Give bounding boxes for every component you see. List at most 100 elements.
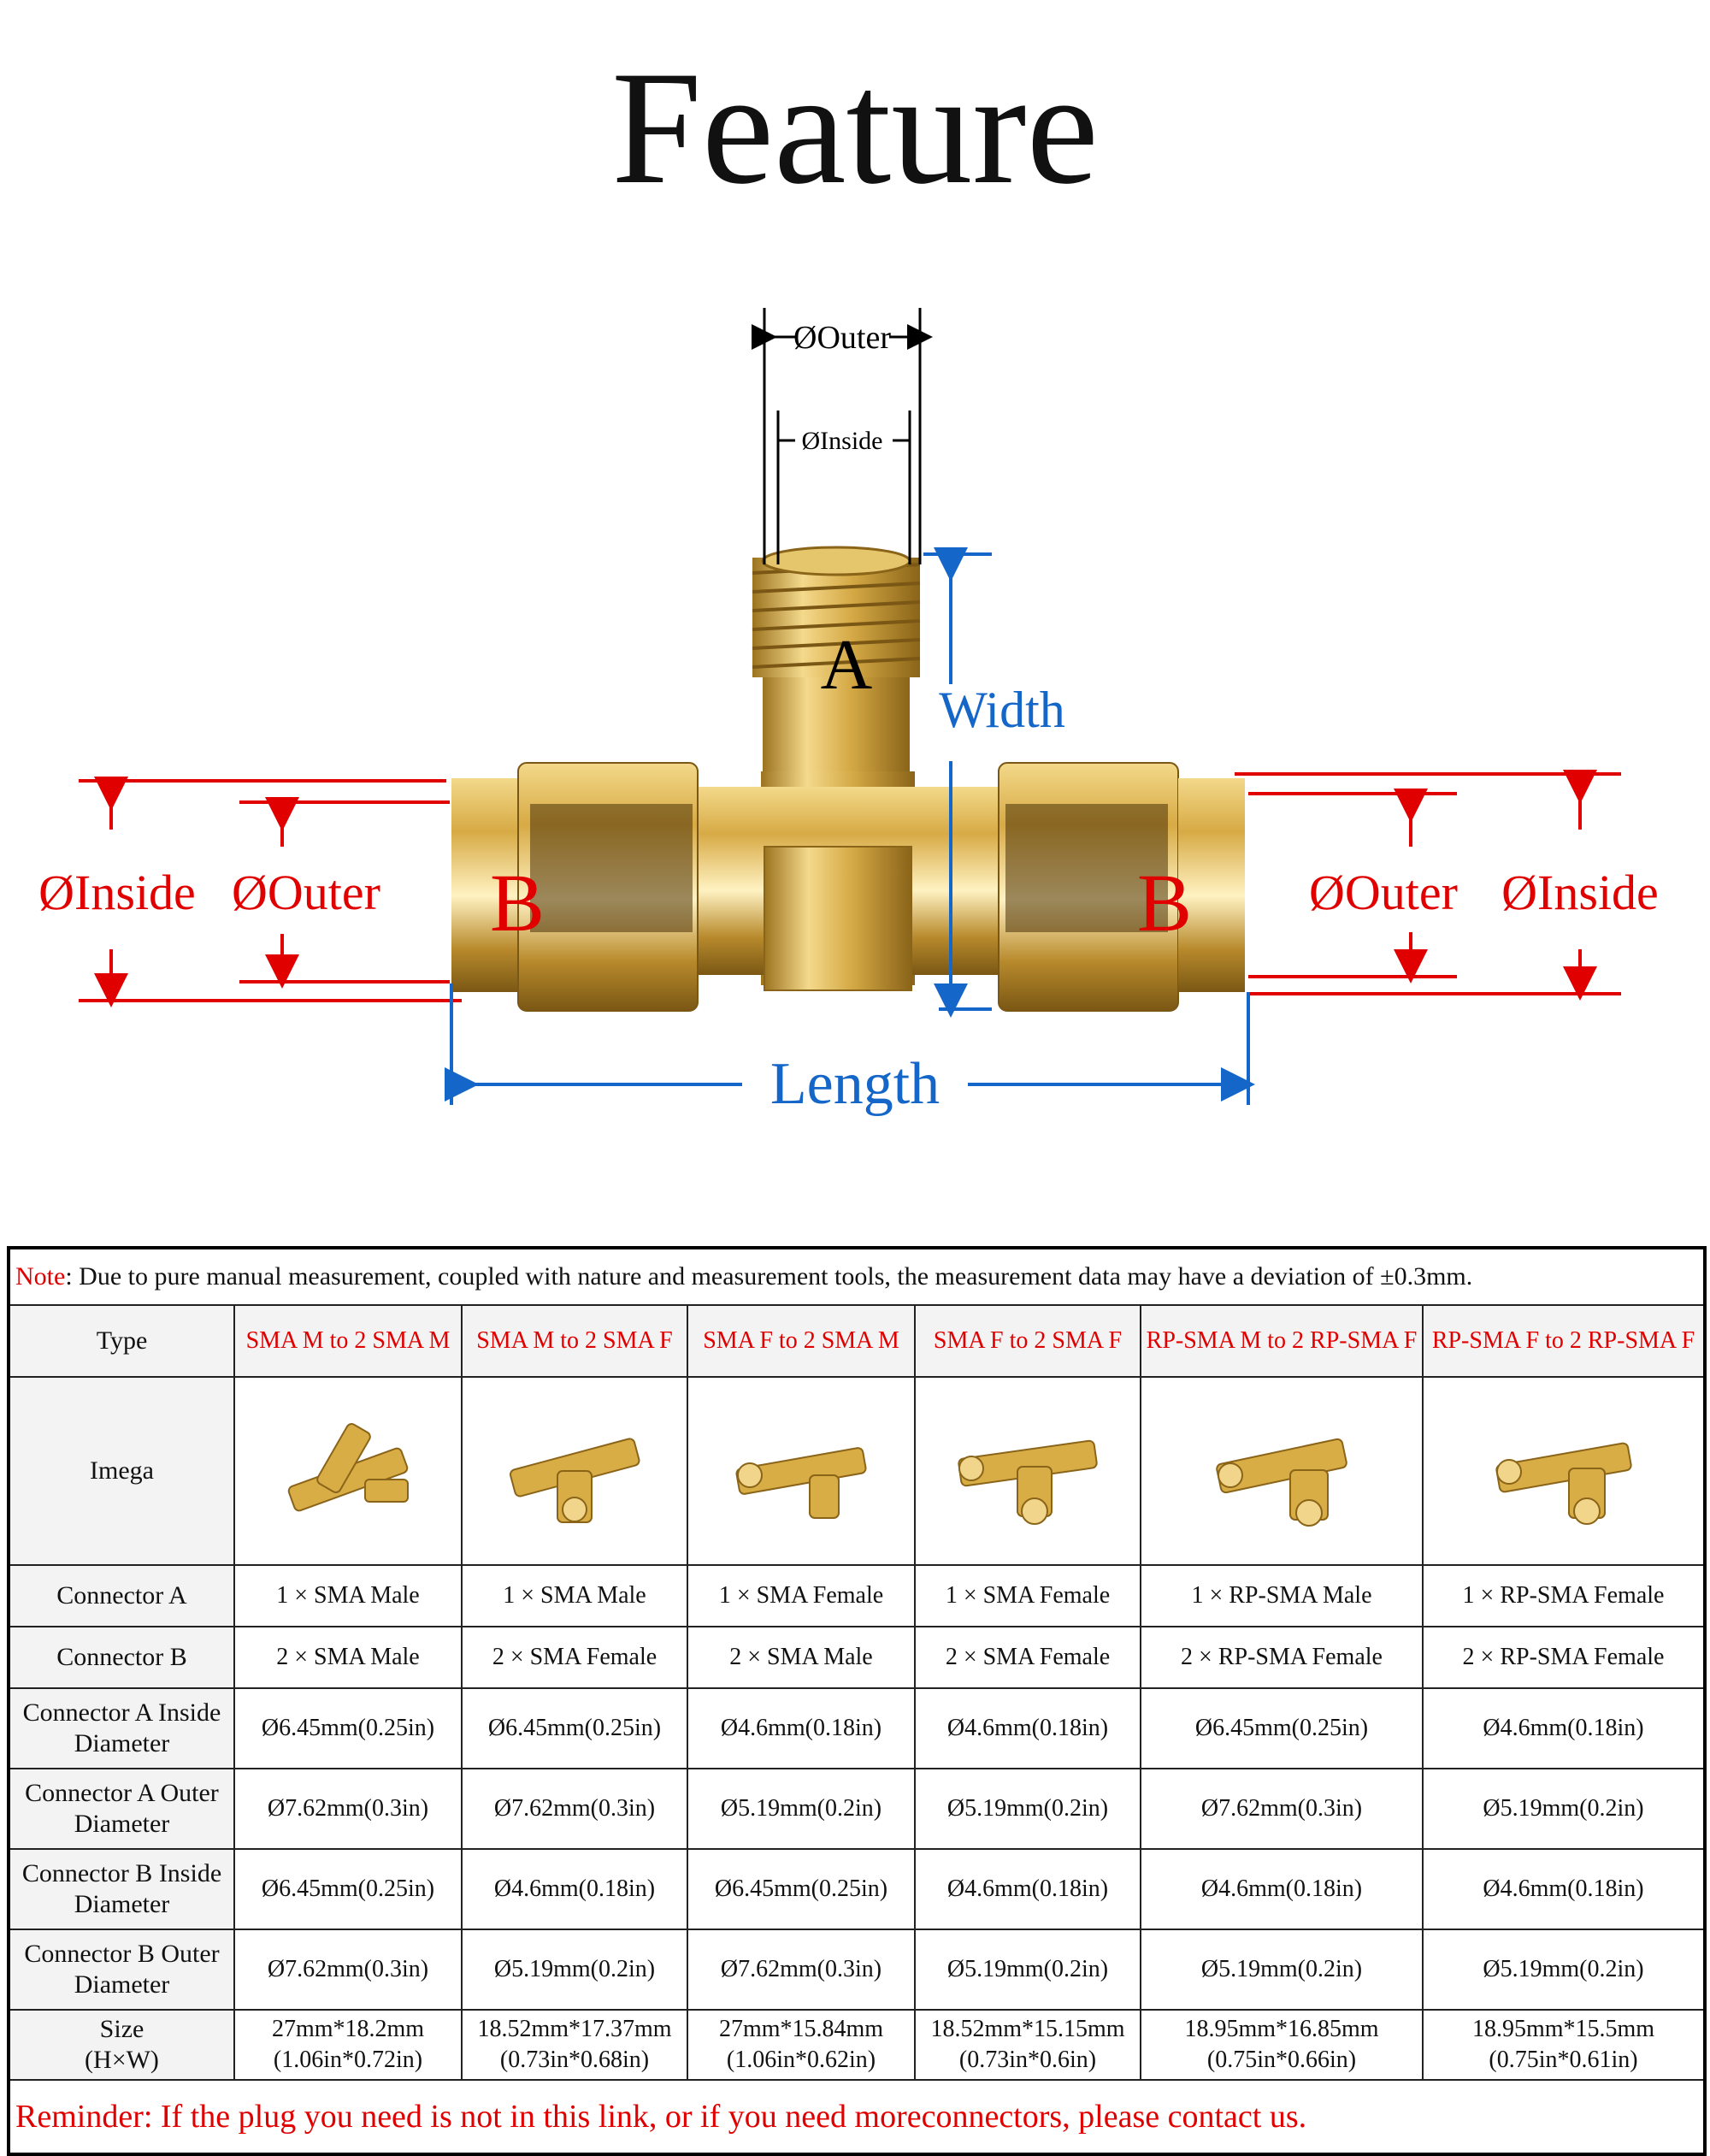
reminder-cell: Reminder: If the plug you need is not in… (8, 2079, 1706, 2155)
note-cell: Note: Due to pure manual measurement, co… (8, 1247, 1706, 1306)
b-outer-cell: Ø5.19mm(0.2in) (1422, 1929, 1706, 2011)
a-inside-cell: Ø6.45mm(0.25in) (1140, 1687, 1424, 1769)
header-line: Connector A Outer (25, 1779, 219, 1807)
connector-a-cell: 1 × SMA Male (461, 1564, 688, 1627)
connector-a-cell: 1 × SMA Female (914, 1564, 1141, 1627)
width-dimension-lines (923, 547, 992, 1018)
size-mm: 18.95mm*15.5mm (1471, 2016, 1655, 2042)
type-cell: SMA M to 2 SMA F (461, 1304, 688, 1378)
connector-b-cell: 2 × SMA Male (687, 1626, 916, 1689)
size-cell: 27mm*18.2mm (1.06in*0.72in) (233, 2009, 463, 2081)
b-inside-cell: Ø6.45mm(0.25in) (233, 1848, 463, 1930)
top-outer-label: ØOuter (793, 320, 891, 356)
header-line: Diameter (74, 1970, 170, 1999)
type-cell: SMA M to 2 SMA M (233, 1304, 463, 1378)
connector-b-header: Connector B (8, 1626, 235, 1689)
size-in: (1.06in*0.72in) (273, 2047, 423, 2073)
product-image-cell (461, 1376, 688, 1566)
product-thumbnail (1216, 1438, 1347, 1527)
product-image-cell (914, 1376, 1141, 1566)
connector-diagram: ØOuter ØInside A Width ØInside ØOuter B … (0, 282, 1710, 1172)
product-image-cell (1140, 1376, 1424, 1566)
a-inside-cell: Ø4.6mm(0.18in) (687, 1687, 916, 1769)
size-in: (0.73in*0.6in) (958, 2047, 1097, 2073)
connector-b-cell: 2 × RP-SMA Female (1422, 1626, 1706, 1689)
connector-b-right-label: B (1137, 857, 1192, 948)
size-in: (1.06in*0.62in) (726, 2047, 876, 2073)
b-outer-cell: Ø7.62mm(0.3in) (233, 1929, 463, 2011)
size-in: (0.75in*0.61in) (1489, 2047, 1638, 2073)
b-inside-cell: Ø4.6mm(0.18in) (914, 1848, 1141, 1930)
right-outer-label: ØOuter (1309, 865, 1458, 920)
length-dimension-lines (445, 983, 1255, 1105)
note-prefix: Note (15, 1262, 66, 1291)
connector-b-cell: 2 × SMA Male (233, 1626, 463, 1689)
type-cell: RP-SMA M to 2 RP-SMA F (1140, 1304, 1424, 1378)
b-outer-cell: Ø7.62mm(0.3in) (687, 1929, 916, 2011)
a-inside-cell: Ø6.45mm(0.25in) (461, 1687, 688, 1769)
b-inside-cell: Ø4.6mm(0.18in) (1140, 1848, 1424, 1930)
left-outer-label: ØOuter (232, 865, 380, 920)
right-dimension-lines (1235, 770, 1621, 1001)
a-outer-cell: Ø5.19mm(0.2in) (687, 1768, 916, 1850)
left-dimension-lines (79, 777, 462, 1007)
size-mm: 27mm*15.84mm (718, 2016, 884, 2042)
b-inside-cell: Ø4.6mm(0.18in) (1422, 1848, 1706, 1930)
a-inside-cell: Ø4.6mm(0.18in) (914, 1687, 1141, 1769)
size-in: (0.73in*0.68in) (499, 2047, 650, 2073)
type-cell: SMA F to 2 SMA M (687, 1304, 916, 1378)
type-header: Type (8, 1304, 235, 1378)
connector-a-label: A (821, 625, 873, 705)
note-text: : Due to pure manual measurement, couple… (65, 1262, 1473, 1291)
size-cell: 18.52mm*15.15mm (0.73in*0.6in) (914, 2009, 1141, 2081)
header-line: Size (99, 2015, 144, 2043)
product-thumbnail (735, 1447, 867, 1519)
length-label: Length (770, 1051, 940, 1117)
a-inside-cell: Ø4.6mm(0.18in) (1422, 1687, 1706, 1769)
b-outer-cell: Ø5.19mm(0.2in) (914, 1929, 1141, 2011)
product-image-cell (233, 1376, 463, 1566)
size-mm: 27mm*18.2mm (271, 2016, 425, 2042)
header-line: Diameter (74, 1810, 170, 1838)
product-thumbnail (1495, 1442, 1632, 1525)
type-cell: SMA F to 2 SMA F (914, 1304, 1141, 1378)
size-cell: 18.95mm*16.85mm (0.75in*0.66in) (1140, 2009, 1424, 2081)
header-line: Diameter (74, 1890, 170, 1918)
size-cell: 18.52mm*17.37mm(0.73in*0.68in) (461, 2009, 688, 2081)
a-outer-cell: Ø5.19mm(0.2in) (1422, 1768, 1706, 1850)
top-dimension-lines (752, 308, 933, 564)
size-header: Size (H×W) (8, 2009, 235, 2081)
a-outer-cell: Ø5.19mm(0.2in) (914, 1768, 1141, 1850)
connector-a-header: Connector A (8, 1564, 235, 1627)
a-outer-cell: Ø7.62mm(0.3in) (233, 1768, 463, 1850)
connector-a-cell: 1 × SMA Male (233, 1564, 463, 1627)
product-thumbnail (958, 1439, 1098, 1525)
product-thumbnail (287, 1423, 409, 1512)
a-outer-cell: Ø7.62mm(0.3in) (1140, 1768, 1424, 1850)
spec-table: Note: Due to pure manual measurement, co… (7, 1246, 1707, 2156)
header-line: (H×W) (85, 2046, 159, 2074)
connector-a-cell: 1 × RP-SMA Female (1422, 1564, 1706, 1627)
b-inside-cell: Ø4.6mm(0.18in) (461, 1848, 688, 1930)
connector-a-cell: 1 × SMA Female (687, 1564, 916, 1627)
a-outer-cell: Ø7.62mm(0.3in) (461, 1768, 688, 1850)
b-outer-cell: Ø5.19mm(0.2in) (461, 1929, 688, 2011)
type-cell: RP-SMA F to 2 RP-SMA F (1422, 1304, 1706, 1378)
size-cell: 18.95mm*15.5mm (0.75in*0.61in) (1422, 2009, 1706, 2081)
header-line: Diameter (74, 1729, 170, 1757)
header-line: Connector A Inside (22, 1698, 221, 1727)
size-mm: 18.95mm*16.85mm (1184, 2016, 1379, 2042)
connector-b-cell: 2 × SMA Female (461, 1626, 688, 1689)
width-label: Width (939, 682, 1065, 738)
size-mm: 18.52mm*15.15mm (930, 2016, 1125, 2042)
a-inside-cell: Ø6.45mm(0.25in) (233, 1687, 463, 1769)
top-inside-label: ØInside (802, 427, 883, 455)
connector-b-cell: 2 × SMA Female (914, 1626, 1141, 1689)
left-inside-label: ØInside (38, 865, 196, 920)
size-cell: 27mm*15.84mm (1.06in*0.62in) (687, 2009, 916, 2081)
size-in: (0.75in*0.66in) (1206, 2047, 1357, 2073)
diagram-svg: ØOuter ØInside A Width ØInside ØOuter B … (38, 308, 1659, 1117)
